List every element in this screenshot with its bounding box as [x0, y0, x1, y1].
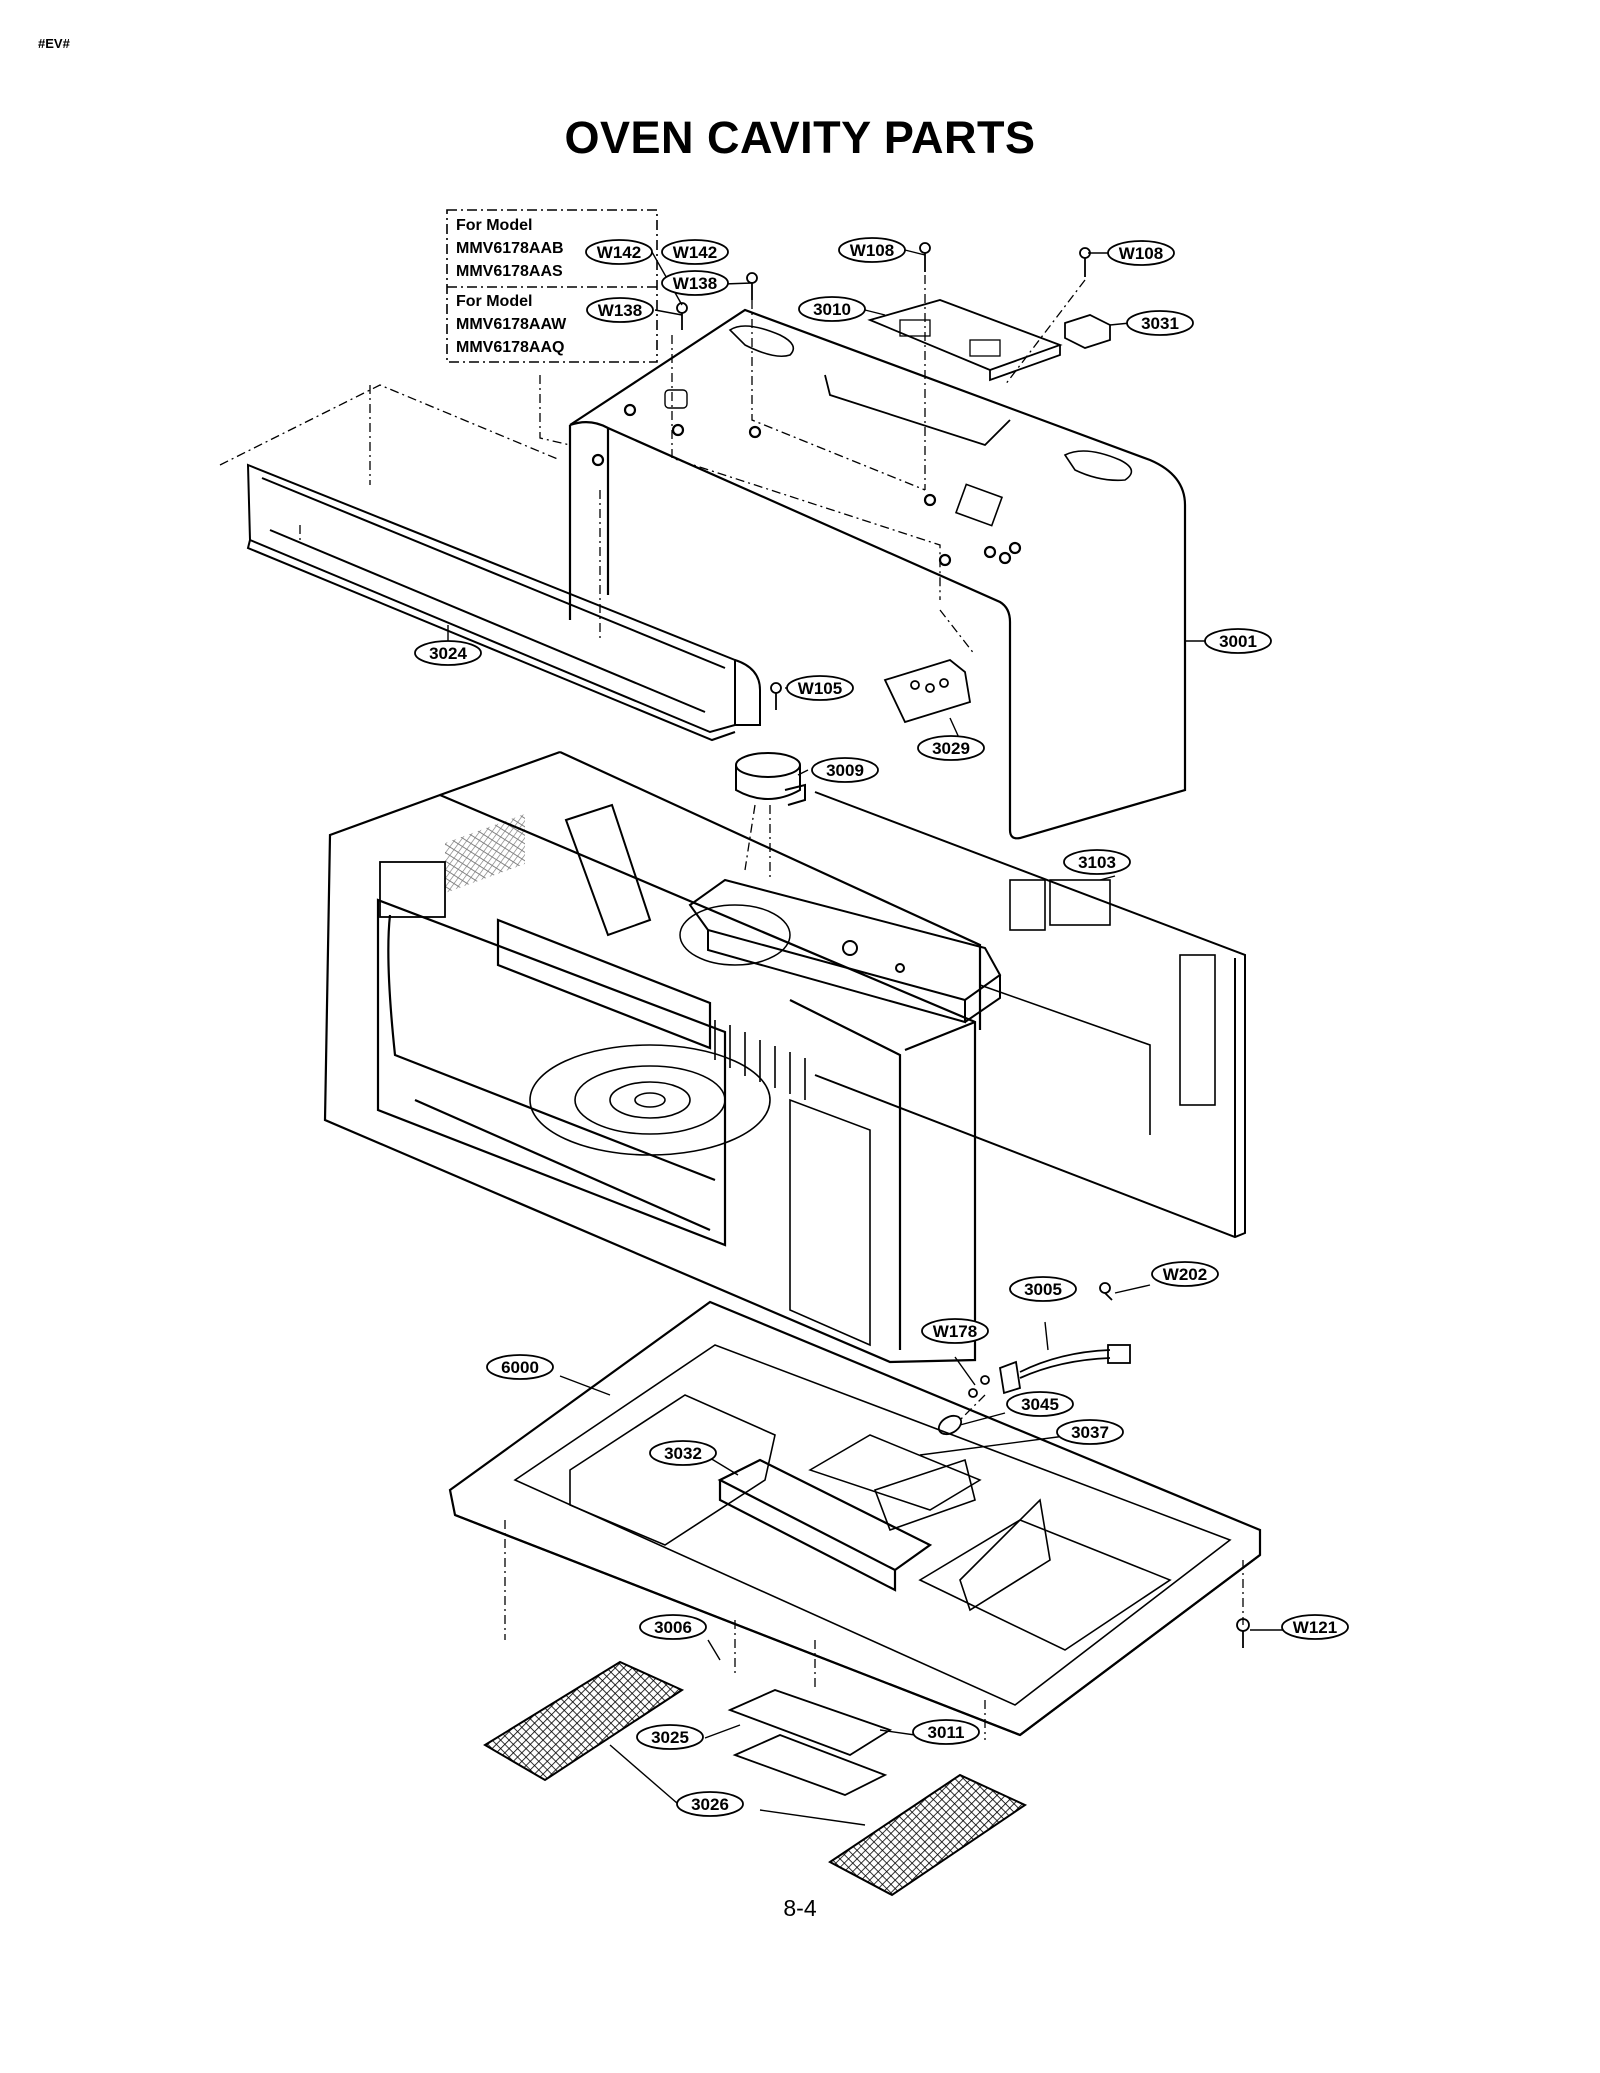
svg-text:3024: 3024: [429, 644, 467, 663]
vent-grille: [246, 463, 761, 742]
callout-3009: 3009: [811, 757, 879, 783]
grease-filters: [483, 1660, 1028, 1897]
svg-text:W138: W138: [598, 301, 642, 320]
waveguide: [564, 803, 1002, 1024]
model-line: For Model: [456, 293, 532, 310]
svg-text:W121: W121: [1293, 1618, 1337, 1637]
bracket-3010: [824, 299, 1063, 447]
outer-case: [568, 308, 1187, 840]
callout-3010: 3010: [798, 296, 866, 322]
model-line: MMV6178AAB: [456, 240, 564, 257]
svg-text:W178: W178: [933, 1322, 977, 1341]
svg-text:3103: 3103: [1078, 853, 1116, 872]
callout-w108-a: W108: [838, 237, 906, 263]
model-box: [446, 209, 658, 363]
model-line: MMV6178AAS: [456, 263, 563, 280]
svg-text:3006: 3006: [654, 1618, 692, 1637]
callout-3037: 3037: [1056, 1419, 1124, 1445]
page-title: OVEN CAVITY PARTS: [564, 112, 1036, 163]
svg-text:W108: W108: [1119, 244, 1163, 263]
model-line: MMV6178AAW: [456, 316, 567, 333]
wire-harness: [998, 1344, 1131, 1395]
callout-w108-b: W108: [1107, 240, 1175, 266]
svg-text:3045: 3045: [1021, 1395, 1059, 1414]
svg-text:6000: 6000: [501, 1358, 539, 1377]
svg-text:3010: 3010: [813, 300, 851, 319]
svg-text:3005: 3005: [1024, 1280, 1062, 1299]
page-number: 8-4: [783, 1895, 817, 1921]
fan-motor: [735, 752, 806, 806]
part-callouts: W142 W142 W138 W138 W108 W108 3010 3031: [414, 237, 1349, 1817]
header-code: #EV#: [38, 36, 70, 51]
lamp: [937, 1414, 963, 1436]
callout-3032: 3032: [649, 1440, 717, 1466]
callout-3029: 3029: [917, 735, 985, 761]
svg-text:3031: 3031: [1141, 314, 1179, 333]
svg-text:W108: W108: [850, 241, 894, 260]
callout-3025: 3025: [636, 1724, 704, 1750]
svg-text:3026: 3026: [691, 1795, 729, 1814]
callout-w202: W202: [1151, 1261, 1219, 1287]
base-plate: [448, 1300, 1262, 1737]
callout-3011: 3011: [912, 1719, 980, 1745]
model-box-text: For Model MMV6178AAB MMV6178AAS For Mode…: [456, 217, 567, 356]
svg-text:W142: W142: [673, 243, 717, 262]
svg-text:W142: W142: [597, 243, 641, 262]
callout-3026: 3026: [676, 1791, 744, 1817]
callout-w138-a: W138: [661, 270, 729, 296]
callout-w142-a: W142: [585, 239, 653, 265]
lamp-cover: [727, 1689, 893, 1796]
screws: [676, 242, 1250, 1648]
callout-3005: 3005: [1009, 1276, 1077, 1302]
svg-text:3032: 3032: [664, 1444, 702, 1463]
oven-cavity: [323, 750, 982, 1364]
rear-panel: [814, 791, 1246, 1239]
svg-text:3011: 3011: [928, 1723, 965, 1742]
svg-text:3029: 3029: [932, 739, 970, 758]
clip-3031: [1064, 314, 1111, 349]
model-line: For Model: [456, 217, 532, 234]
callout-3006: 3006: [639, 1614, 707, 1640]
svg-text:W202: W202: [1163, 1265, 1207, 1284]
callout-6000: 6000: [486, 1354, 554, 1380]
assembly-lines: [219, 275, 1244, 1740]
leader-lines: [447, 249, 1285, 1826]
callout-w105: W105: [786, 675, 854, 701]
callout-3031: 3031: [1126, 310, 1194, 336]
callout-w178: W178: [921, 1318, 989, 1344]
svg-text:W138: W138: [673, 274, 717, 293]
model-line: MMV6178AAQ: [456, 339, 564, 356]
callout-3045: 3045: [1006, 1391, 1074, 1417]
callout-3001: 3001: [1204, 628, 1272, 654]
svg-text:3037: 3037: [1071, 1423, 1109, 1442]
callout-w138-b: W138: [586, 297, 654, 323]
bracket-3029: [883, 658, 972, 724]
callout-3024: 3024: [414, 640, 482, 666]
callout-3103: 3103: [1063, 849, 1131, 875]
svg-text:3001: 3001: [1219, 632, 1257, 651]
callout-w142-b: W142: [661, 239, 729, 265]
callout-w121: W121: [1281, 1614, 1349, 1640]
svg-text:3025: 3025: [651, 1728, 689, 1747]
svg-text:3009: 3009: [826, 761, 864, 780]
svg-text:W105: W105: [798, 679, 842, 698]
